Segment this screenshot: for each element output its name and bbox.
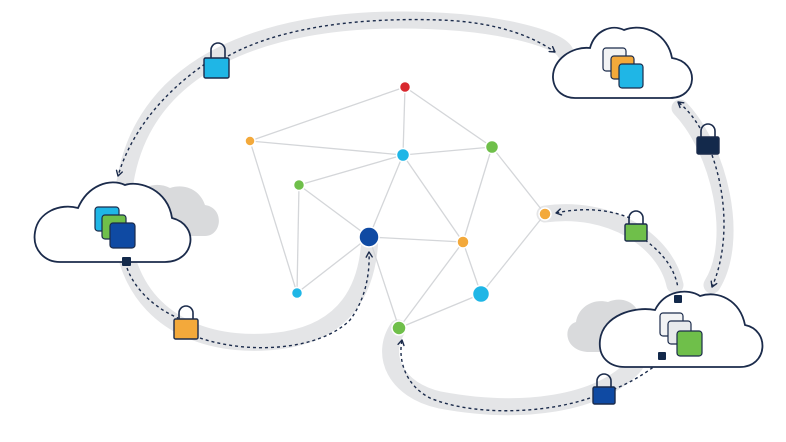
padlock-icon bbox=[173, 305, 199, 340]
padlock-icon bbox=[203, 42, 230, 79]
cloud-left bbox=[33, 181, 219, 266]
arrow-to-navy-node bbox=[199, 251, 373, 349]
network-node bbox=[290, 286, 304, 300]
network-node bbox=[244, 135, 256, 147]
cloud-top-right bbox=[552, 26, 693, 99]
padlock-icon bbox=[696, 123, 720, 155]
network-nodes bbox=[244, 80, 552, 336]
network-node bbox=[484, 139, 500, 155]
network-node bbox=[395, 147, 411, 163]
padlock-icon bbox=[624, 210, 648, 242]
arrow-to-top-right-cloud bbox=[677, 101, 701, 129]
arrow-top-to-left-cloud bbox=[115, 63, 206, 177]
arrow-left-cloud-down bbox=[126, 267, 179, 319]
network-node bbox=[358, 226, 380, 248]
arrow-to-orange-node bbox=[555, 208, 631, 219]
network-node bbox=[292, 178, 306, 192]
arrow-to-bottom-right-cloud bbox=[710, 154, 725, 288]
arrow-top-to-top-right-cloud bbox=[227, 18, 556, 57]
network-node bbox=[456, 235, 470, 249]
padlock-icon bbox=[592, 373, 616, 405]
network-node bbox=[398, 80, 412, 94]
arrow-right-middle-down bbox=[644, 239, 679, 289]
track-top-right-to-bottom-right bbox=[671, 99, 734, 294]
network-node bbox=[538, 207, 552, 221]
network-node bbox=[391, 320, 407, 336]
track-left-to-top-right bbox=[116, 11, 574, 191]
arrow-to-green-node bbox=[397, 339, 591, 412]
network-node bbox=[471, 284, 491, 304]
track-left-loop bbox=[119, 228, 379, 351]
cloud-bottom-right bbox=[567, 290, 764, 368]
